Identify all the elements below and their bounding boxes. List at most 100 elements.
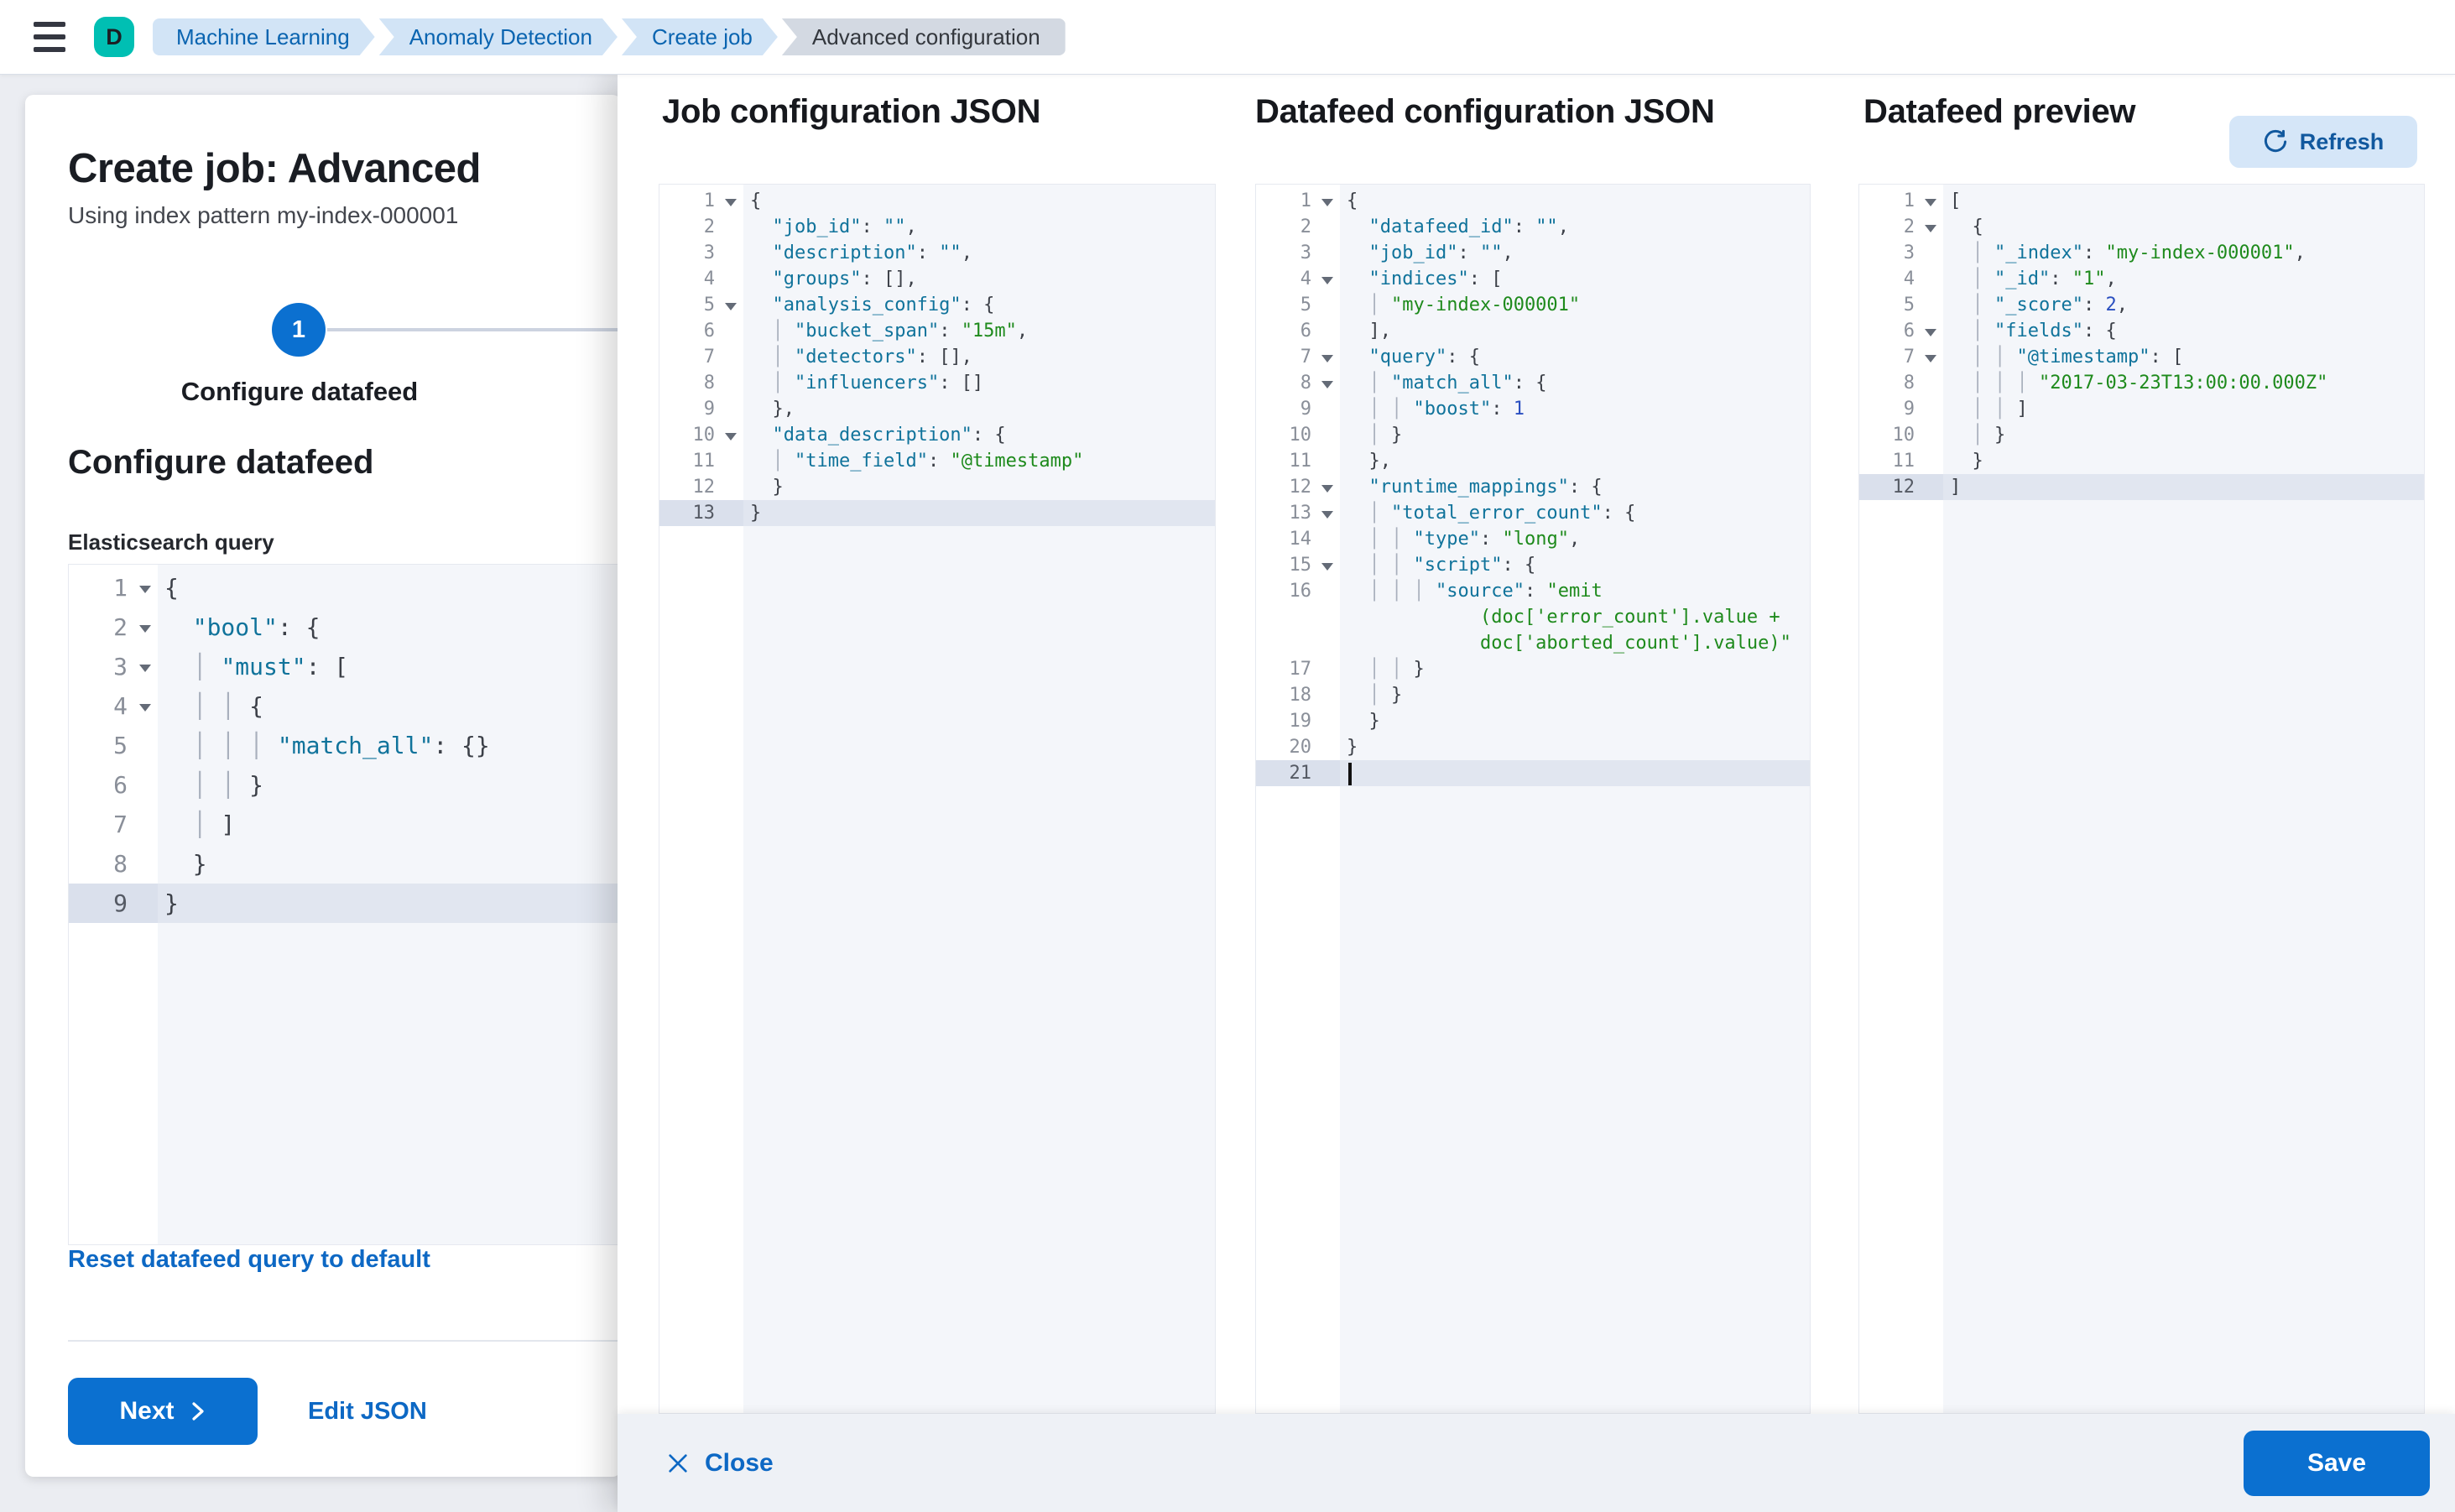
line-number: 6 [69, 765, 158, 805]
fold-arrow-icon[interactable] [139, 586, 151, 593]
breadcrumb-machine-learning[interactable]: Machine Learning [153, 18, 375, 55]
code-line: 2 "bool": { [69, 607, 620, 647]
code-line: 6 │ "fields": { [1859, 318, 2424, 344]
fold-arrow-icon[interactable] [139, 625, 151, 633]
code-line: 11 │ "time_field": "@timestamp" [659, 448, 1215, 474]
code-text: │ │ "@timestamp": [ [1943, 344, 2424, 370]
code-text: (doc['error_count'].value + [1340, 604, 1810, 630]
line-number: 13 [659, 500, 743, 526]
es-query-editor[interactable]: 1{2 "bool": {3 │ "must": [4 │ │ {5 │ │ │… [68, 564, 621, 1245]
fold-arrow-icon[interactable] [1925, 355, 1936, 362]
line-number: 6 [1256, 318, 1340, 344]
line-number: 4 [69, 686, 158, 726]
code-text: │ "_id": "1", [1943, 266, 2424, 292]
code-text: │ "_score": 2, [1943, 292, 2424, 318]
line-number: 17 [1256, 656, 1340, 682]
code-text: "runtime_mappings": { [1340, 474, 1810, 500]
next-button[interactable]: Next [68, 1378, 258, 1445]
code-line: 10 │ } [1859, 422, 2424, 448]
refresh-button-label: Refresh [2300, 129, 2385, 155]
code-line: 8 } [69, 844, 620, 884]
code-line: 4 │ │ { [69, 686, 620, 726]
avatar[interactable]: D [94, 17, 134, 57]
code-line: 14 │ │ "type": "long", [1256, 526, 1810, 552]
code-line: 12] [1859, 474, 2424, 500]
reset-datafeed-query-link[interactable]: Reset datafeed query to default [68, 1246, 430, 1274]
line-number: 3 [659, 240, 743, 266]
code-line: 3 │ "must": [ [69, 647, 620, 686]
breadcrumb-anomaly-detection[interactable]: Anomaly Detection [379, 18, 618, 55]
code-line: 4 "groups": [], [659, 266, 1215, 292]
line-number: 2 [1256, 214, 1340, 240]
line-number: 20 [1256, 734, 1340, 760]
code-text: "query": { [1340, 344, 1810, 370]
code-text: │ "detectors": [], [743, 344, 1215, 370]
close-button[interactable]: Close [665, 1449, 774, 1478]
fold-arrow-icon[interactable] [1925, 199, 1936, 206]
line-number: 9 [659, 396, 743, 422]
code-text: │ } [1943, 422, 2424, 448]
job-config-editor[interactable]: 1{2 "job_id": "",3 "description": "",4 "… [659, 184, 1216, 1414]
refresh-button[interactable]: Refresh [2229, 116, 2417, 168]
fold-arrow-icon[interactable] [1321, 199, 1333, 206]
line-number: 3 [1256, 240, 1340, 266]
step-connector-line [327, 328, 621, 331]
line-number: 9 [1256, 396, 1340, 422]
line-number: 3 [1859, 240, 1943, 266]
fold-arrow-icon[interactable] [1321, 511, 1333, 519]
es-query-label: Elasticsearch query [68, 529, 274, 555]
code-line: 6 │ "bucket_span": "15m", [659, 318, 1215, 344]
save-button[interactable]: Save [2244, 1431, 2430, 1496]
line-number: 12 [1859, 474, 1943, 500]
code-line: 5 │ │ │ "match_all": {} [69, 726, 620, 765]
breadcrumb-create-job[interactable]: Create job [622, 18, 778, 55]
code-text: "job_id": "", [1340, 240, 1810, 266]
fold-arrow-icon[interactable] [1321, 381, 1333, 388]
close-button-label: Close [705, 1449, 774, 1478]
top-nav-bar: D Machine LearningAnomaly DetectionCreat… [0, 0, 2455, 75]
fold-arrow-icon[interactable] [725, 433, 737, 441]
line-number: 2 [69, 607, 158, 647]
code-line: 8 │ "match_all": { [1256, 370, 1810, 396]
code-line: 15 │ │ "script": { [1256, 552, 1810, 578]
fold-arrow-icon[interactable] [1321, 563, 1333, 571]
code-text: ], [1340, 318, 1810, 344]
line-number: 2 [1859, 214, 1943, 240]
fold-arrow-icon[interactable] [1321, 355, 1333, 362]
edit-json-link[interactable]: Edit JSON [308, 1398, 427, 1426]
line-number: 3 [69, 647, 158, 686]
line-number: 6 [1859, 318, 1943, 344]
fold-arrow-icon[interactable] [1321, 277, 1333, 284]
line-number: 10 [1256, 422, 1340, 448]
line-number: 7 [1256, 344, 1340, 370]
code-text: │ │ "boost": 1 [1340, 396, 1810, 422]
code-line: 2 { [1859, 214, 2424, 240]
breadcrumb-advanced-configuration: Advanced configuration [782, 18, 1066, 55]
code-text: │ } [1340, 682, 1810, 708]
code-line: 21 [1256, 760, 1810, 786]
fold-arrow-icon[interactable] [139, 665, 151, 672]
fold-arrow-icon[interactable] [1321, 485, 1333, 493]
step-1-indicator[interactable]: 1 [272, 303, 326, 357]
code-text: │ "_index": "my-index-000001", [1943, 240, 2424, 266]
line-number: 12 [1256, 474, 1340, 500]
datafeed-preview-editor[interactable]: 1[2 {3 │ "_index": "my-index-000001",4 │… [1858, 184, 2425, 1414]
menu-icon[interactable] [34, 22, 65, 52]
code-text: │ "time_field": "@timestamp" [743, 448, 1215, 474]
code-line: 8 │ "influencers": [] [659, 370, 1215, 396]
code-text: "groups": [], [743, 266, 1215, 292]
code-text [1340, 760, 1810, 786]
code-line: 6 ], [1256, 318, 1810, 344]
fold-arrow-icon[interactable] [1925, 225, 1936, 232]
section-heading: Configure datafeed [68, 444, 373, 482]
fold-arrow-icon[interactable] [139, 704, 151, 712]
datafeed-config-editor[interactable]: 1{2 "datafeed_id": "",3 "job_id": "",4 "… [1255, 184, 1811, 1414]
code-text: │ "influencers": [] [743, 370, 1215, 396]
code-line: 1{ [659, 188, 1215, 214]
code-line: 4 "indices": [ [1256, 266, 1810, 292]
fold-arrow-icon[interactable] [725, 303, 737, 310]
line-number: 8 [1256, 370, 1340, 396]
fold-arrow-icon[interactable] [1925, 329, 1936, 336]
fold-arrow-icon[interactable] [725, 199, 737, 206]
text-cursor [1348, 763, 1352, 785]
